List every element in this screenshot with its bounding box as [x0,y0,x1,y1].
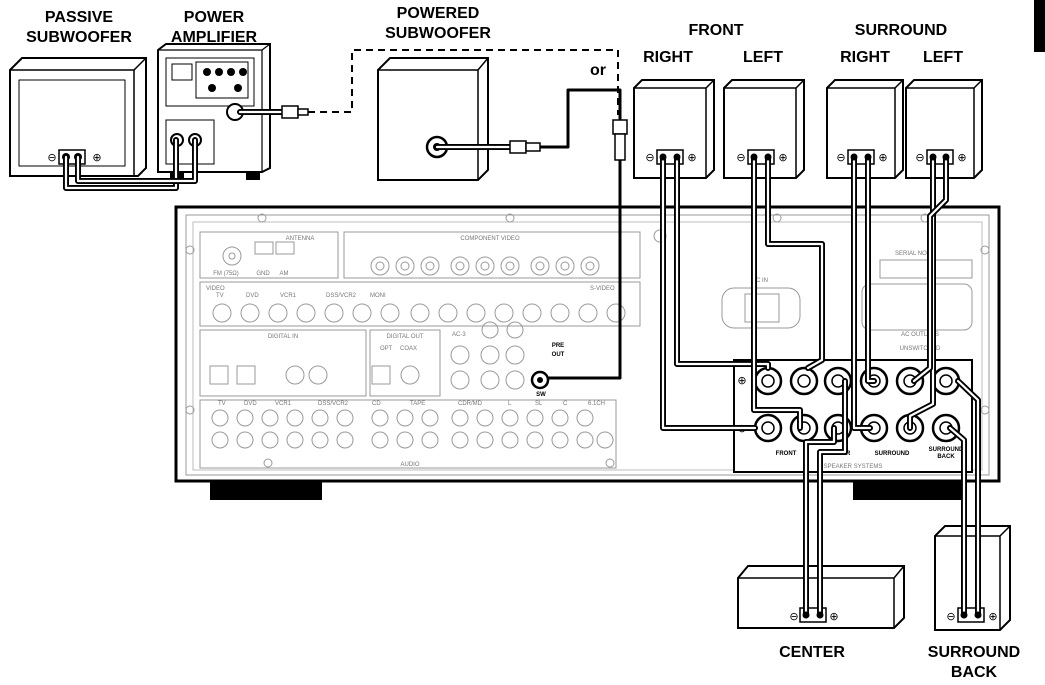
svg-text:DIGITAL IN: DIGITAL IN [268,334,298,340]
label-passive-subwoofer-line2: SUBWOOFER [26,29,132,46]
svg-text:L: L [508,401,512,407]
svg-text:⊖: ⊖ [47,151,56,164]
svg-text:MONI: MONI [370,293,386,299]
label-surround: SURROUND [855,22,947,39]
label-front-left: LEFT [743,49,783,66]
label-surround-left: LEFT [923,49,963,66]
svg-text:⊕: ⊕ [778,151,787,164]
svg-text:6.1CH: 6.1CH [588,401,605,407]
svg-text:CD: CD [372,401,381,407]
svg-text:DVD: DVD [246,293,259,299]
svg-text:AM: AM [280,271,289,277]
svg-text:⊕: ⊕ [737,374,746,387]
svg-text:⊕: ⊕ [878,151,887,164]
svg-text:⊖: ⊖ [736,151,745,164]
wire-surround-right [851,154,877,431]
wire-powered-sub-to-sw-out [434,88,628,380]
svg-text:⊖: ⊖ [946,610,955,623]
svg-text:⊕: ⊕ [829,610,838,623]
svg-text:UNSWITCHED: UNSWITCHED [900,346,941,352]
svg-text:⊖: ⊖ [915,151,924,164]
label-passive-subwoofer-line1: PASSIVE [45,9,114,26]
svg-text:OUT: OUT [552,352,565,358]
label-powered-subwoofer-line2: SUBWOOFER [385,25,491,42]
label-front-right: RIGHT [643,49,693,66]
svg-text:⊕: ⊕ [988,610,997,623]
svg-text:VCR1: VCR1 [275,401,292,407]
svg-text:AUDIO: AUDIO [400,462,419,468]
svg-text:FRONT: FRONT [776,451,797,457]
svg-text:S-VIDEO: S-VIDEO [590,286,615,292]
rca-plug-amp [237,105,309,119]
svg-text:DVD: DVD [244,401,257,407]
svg-text:TAPE: TAPE [410,401,425,407]
wire-front-right [660,154,771,431]
wire-passive-sub-to-amp [63,137,198,191]
dashed-link-amp-option [308,49,619,115]
svg-text:SERIAL NO.: SERIAL NO. [895,251,929,257]
svg-text:FM (75Ω): FM (75Ω) [213,271,239,277]
svg-text:⊖: ⊖ [645,151,654,164]
powered-subwoofer [377,57,489,181]
svg-text:TV: TV [216,293,224,299]
svg-text:⊖: ⊖ [789,610,798,623]
label-power-amplifier-line2: AMPLIFIER [171,29,258,46]
svg-text:AC IN: AC IN [752,278,768,284]
svg-text:TV: TV [218,401,226,407]
svg-text:COMPONENT VIDEO: COMPONENT VIDEO [460,236,520,242]
label-or: or [590,62,606,79]
svg-text:VCR1: VCR1 [280,293,297,299]
svg-text:AC-3: AC-3 [452,332,466,338]
svg-text:SURROUND: SURROUND [929,447,964,453]
wire-surround-back [947,378,981,618]
svg-text:DIGITAL OUT: DIGITAL OUT [386,334,423,340]
svg-text:C: C [563,401,568,407]
label-powered-subwoofer-line1: POWERED [397,5,480,22]
label-front: FRONT [688,22,743,39]
svg-text:SPEAKER SYSTEMS: SPEAKER SYSTEMS [824,464,883,470]
svg-text:CDR/MD: CDR/MD [458,401,483,407]
svg-text:PRE: PRE [552,343,564,349]
svg-text:ANTENNA: ANTENNA [286,236,315,242]
page-tab-marker [1034,0,1045,52]
label-surround-back-line1: SURROUND [928,644,1020,661]
svg-text:GND: GND [256,271,270,277]
svg-text:⊕: ⊕ [957,151,966,164]
svg-text:BACK: BACK [937,454,955,460]
svg-text:SURROUND: SURROUND [875,451,910,457]
svg-text:SL: SL [535,401,543,407]
svg-text:COAX: COAX [400,346,417,352]
svg-text:DSS/VCR2: DSS/VCR2 [326,293,357,299]
label-power-amplifier-line1: POWER [184,9,245,26]
speaker-surround-back: ⊖ ⊕ [934,525,1011,631]
svg-text:OPT: OPT [380,346,393,352]
svg-text:SW: SW [536,392,546,398]
wire-center [803,378,848,618]
wire-surround-left [907,154,949,431]
speaker-front-right: ⊖ ⊕ [633,79,715,179]
svg-text:⊕: ⊕ [92,151,101,164]
label-surround-back-line2: BACK [951,664,998,681]
wire-front-left [751,154,825,431]
svg-text:DSS/VCR2: DSS/VCR2 [318,401,349,407]
label-center: CENTER [779,644,845,661]
speaker-front-left: ⊖ ⊕ [723,79,805,179]
av-receiver-rear-panel: ANTENNA FM (75Ω) GND AM COMPONENT VIDEO … [174,205,1001,500]
svg-text:⊕: ⊕ [687,151,696,164]
svg-text:AC OUTLETS: AC OUTLETS [901,332,939,338]
label-surround-right: RIGHT [840,49,890,66]
svg-text:VIDEO: VIDEO [206,286,225,292]
svg-text:⊖: ⊖ [836,151,845,164]
